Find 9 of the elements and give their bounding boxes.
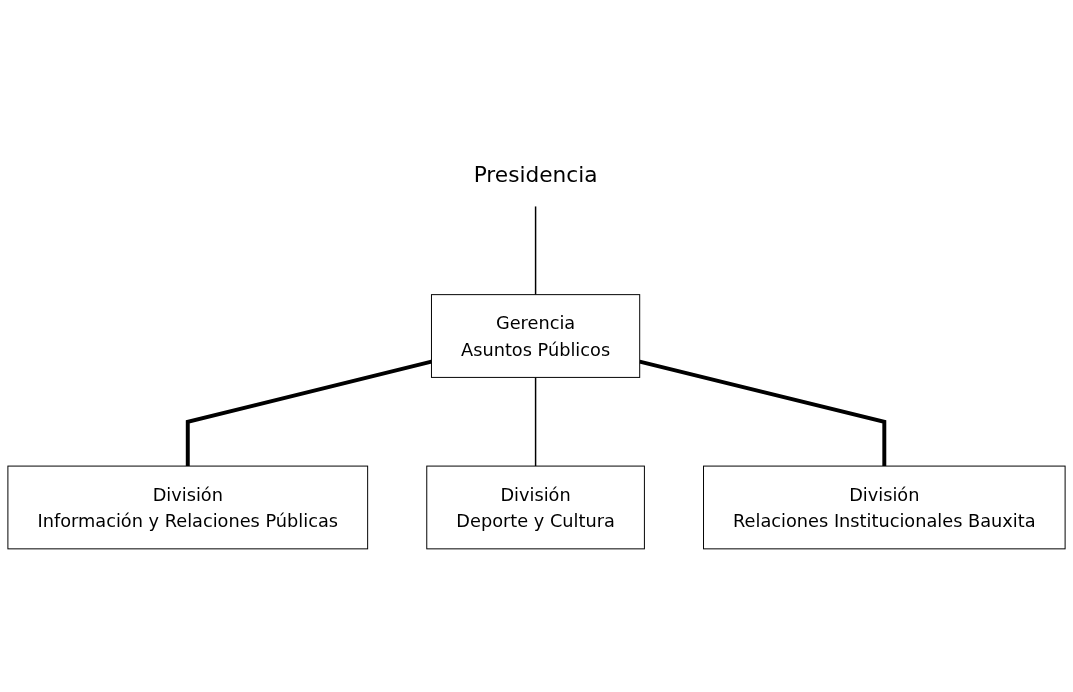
connector	[185, 359, 432, 466]
node-box: División Relaciones Institucionales Bauxita	[703, 465, 1066, 549]
connector	[534, 204, 537, 295]
node-box: Gerencia Asuntos Públicos	[430, 293, 641, 378]
connector	[534, 376, 537, 467]
node-box: División Deporte y Cultura	[426, 465, 645, 549]
node-text: Presidencia	[473, 162, 598, 187]
connector	[639, 359, 887, 466]
node-box: División Información y Relaciones Públicas	[7, 465, 369, 549]
